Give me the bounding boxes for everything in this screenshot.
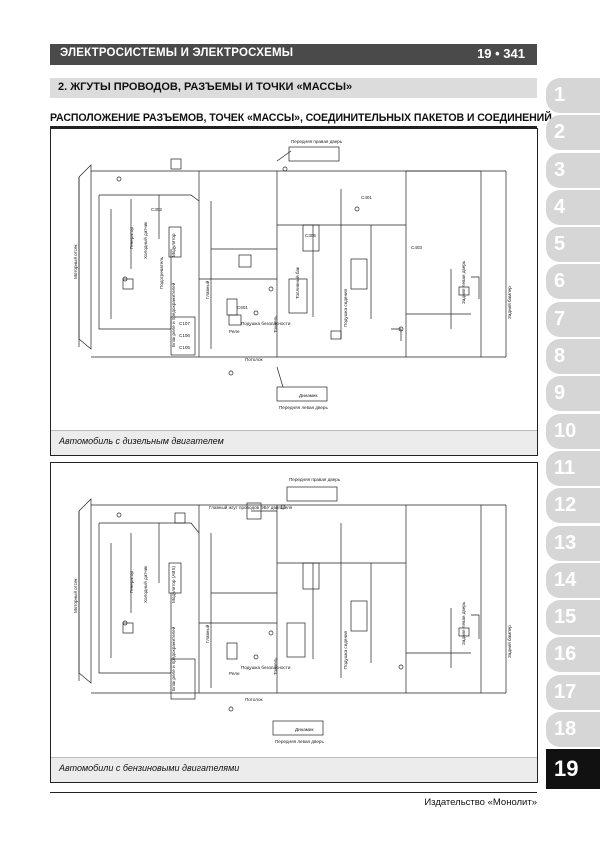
- tab-13[interactable]: 13: [546, 525, 600, 561]
- svg-text:Моторный отсек: Моторный отсек: [72, 577, 78, 613]
- wiring-diagram-diesel: Моторный отсек Генератор Холодный датчик…: [72, 139, 512, 410]
- tab-3[interactable]: 3: [546, 152, 600, 188]
- tab-15[interactable]: 15: [546, 600, 600, 636]
- diagram-caption-area: Автомобили с бензиновыми двигателями: [51, 757, 537, 782]
- tab-19-active[interactable]: 19: [546, 749, 600, 790]
- tab-18[interactable]: 18: [546, 712, 600, 748]
- svg-text:Подушка сидения: Подушка сидения: [343, 630, 348, 669]
- tab-2[interactable]: 2: [546, 115, 600, 151]
- svg-text:Динамик: Динамик: [299, 393, 318, 398]
- svg-text:Задний бампер: Задний бампер: [506, 286, 512, 319]
- svg-text:Генератор: Генератор: [129, 571, 134, 593]
- svg-text:Подушка безопасности: Подушка безопасности: [241, 321, 291, 326]
- svg-text:Динамик: Динамик: [295, 727, 314, 732]
- svg-text:C305: C305: [305, 233, 316, 238]
- svg-text:Реле: Реле: [229, 671, 240, 676]
- svg-text:Передняя левая дверь: Передняя левая дверь: [275, 739, 324, 744]
- svg-text:Блок реле и предохранителей: Блок реле и предохранителей: [170, 626, 176, 691]
- svg-text:C403: C403: [411, 245, 422, 250]
- svg-text:Задний бампер: Задний бампер: [506, 625, 512, 658]
- publisher-name: Издательство «Монолит»: [424, 797, 537, 808]
- wiring-diagram-gasoline: Моторный отсек Генератор Холодный датчик…: [72, 477, 512, 744]
- svg-text:C601: C601: [237, 305, 248, 310]
- svg-text:Модулятор (ABS): Модулятор (ABS): [171, 565, 176, 603]
- svg-text:Потолок: Потолок: [245, 697, 264, 702]
- diagram-caption: Автомобили с бензиновыми двигателями: [59, 763, 240, 773]
- svg-text:Задняя левая дверь: Задняя левая дверь: [461, 260, 466, 304]
- svg-text:Холодный датчик: Холодный датчик: [142, 221, 148, 259]
- svg-text:Модулятор: Модулятор: [171, 233, 176, 257]
- svg-text:Подогреватель: Подогреватель: [159, 256, 164, 289]
- tab-9[interactable]: 9: [546, 376, 600, 412]
- diagram-labels: Моторный отсек Генератор Холодный датчик…: [72, 139, 512, 410]
- page-header: ЭЛЕКТРОСИСТЕМЫ И ЭЛЕКТРОСХЕМЫ 19 • 341: [50, 44, 537, 65]
- tab-8[interactable]: 8: [546, 339, 600, 375]
- diagram-caption-area: Автомобиль с дизельным двигателем: [51, 430, 537, 455]
- svg-text:Подушка сидения: Подушка сидения: [343, 288, 348, 327]
- svg-text:Потолок: Потолок: [245, 357, 264, 362]
- section-title: 2. ЖГУТЫ ПРОВОДОВ, РАЗЪЕМЫ И ТОЧКИ «МАСС…: [58, 81, 353, 93]
- svg-text:C107: C107: [179, 321, 190, 326]
- svg-text:Топливный бак: Топливный бак: [294, 266, 300, 299]
- svg-text:C302: C302: [151, 207, 162, 212]
- svg-text:Тоннель: Тоннель: [273, 315, 278, 333]
- tab-11[interactable]: 11: [546, 450, 600, 486]
- svg-text:C106: C106: [179, 333, 190, 338]
- tab-10[interactable]: 10: [546, 413, 600, 449]
- tab-4[interactable]: 4: [546, 189, 600, 225]
- tab-1[interactable]: 1: [546, 78, 600, 113]
- tab-12[interactable]: 12: [546, 488, 600, 524]
- svg-text:Главный: Главный: [204, 624, 210, 643]
- svg-text:Передняя правая дверь: Передняя правая дверь: [289, 477, 341, 482]
- svg-text:Передняя левая дверь: Передняя левая дверь: [279, 405, 328, 410]
- svg-text:C105: C105: [179, 345, 190, 350]
- svg-text:Тоннель: Тоннель: [273, 657, 278, 675]
- chapter-tabs: 1 2 3 4 5 6 7 8 9 10 11 12 13 14 15 16 1…: [546, 78, 600, 792]
- diagram-labels: Моторный отсек Генератор Холодный датчик…: [72, 477, 512, 744]
- svg-text:Блок реле и предохранителей: Блок реле и предохранителей: [170, 282, 176, 347]
- svg-text:Подушка безопасности: Подушка безопасности: [241, 665, 291, 670]
- diagram-gasoline: Моторный отсек Генератор Холодный датчик…: [50, 462, 538, 783]
- tab-14[interactable]: 14: [546, 562, 600, 598]
- tab-5[interactable]: 5: [546, 227, 600, 263]
- tab-17[interactable]: 17: [546, 674, 600, 710]
- svg-text:Передняя правая дверь: Передняя правая дверь: [291, 139, 343, 144]
- svg-text:Холодный датчик: Холодный датчик: [142, 565, 148, 603]
- svg-text:Реле: Реле: [229, 329, 240, 334]
- diagram-diesel: Моторный отсек Генератор Холодный датчик…: [50, 128, 538, 456]
- tab-16[interactable]: 16: [546, 637, 600, 673]
- svg-text:Главный жгут проводов ЭБУ двиг: Главный жгут проводов ЭБУ двигателя: [209, 504, 293, 510]
- tab-7[interactable]: 7: [546, 301, 600, 337]
- diagram-caption: Автомобиль с дизельным двигателем: [59, 436, 224, 446]
- chapter-title: ЭЛЕКТРОСИСТЕМЫ И ЭЛЕКТРОСХЕМЫ: [60, 47, 294, 59]
- tab-6[interactable]: 6: [546, 264, 600, 300]
- footer-divider: [50, 792, 537, 793]
- svg-text:C401: C401: [361, 195, 372, 200]
- subsection-title: РАСПОЛОЖЕНИЕ РАЗЪЕМОВ, ТОЧЕК «МАССЫ», СО…: [50, 112, 552, 128]
- page-number: 19 • 341: [477, 46, 525, 61]
- svg-text:Моторный отсек: Моторный отсек: [72, 243, 78, 279]
- svg-text:Задняя левая дверь: Задняя левая дверь: [461, 601, 466, 645]
- svg-text:Главный: Главный: [204, 280, 210, 299]
- svg-text:Генератор: Генератор: [129, 227, 134, 249]
- section-header: 2. ЖГУТЫ ПРОВОДОВ, РАЗЪЕМЫ И ТОЧКИ «МАСС…: [50, 78, 537, 98]
